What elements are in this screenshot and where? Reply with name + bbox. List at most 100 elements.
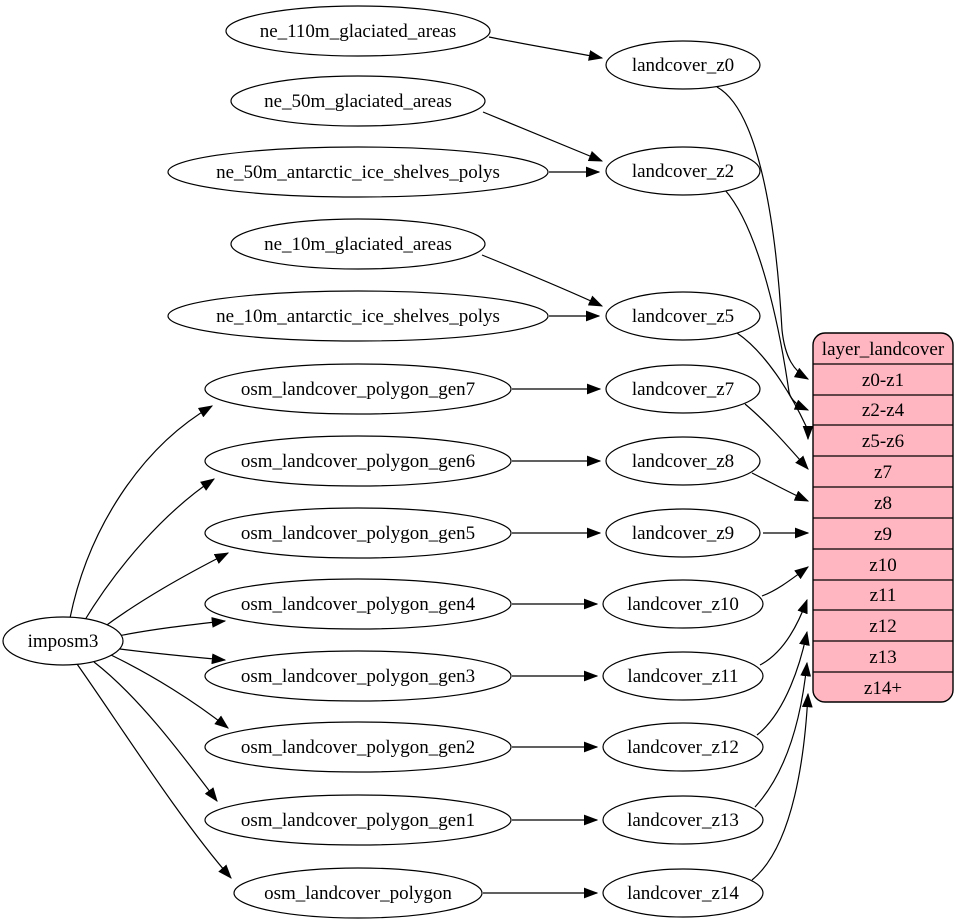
node-ne_50m_glaciated_areas: ne_50m_glaciated_areas xyxy=(230,75,486,127)
node-landcover_z0: landcover_z0 xyxy=(605,40,761,90)
node-ne_10m_glaciated_areas-label: ne_10m_glaciated_areas xyxy=(264,234,452,255)
layer-row-z8: z8 xyxy=(874,493,892,514)
node-osm_landcover_polygon_gen2: osm_landcover_polygon_gen2 xyxy=(204,721,512,773)
node-ne_110m_glaciated_areas-ellipse xyxy=(225,5,491,57)
edge-landcover_z7-to-layer-row-z7 xyxy=(744,403,809,470)
layer-row-z9: z9 xyxy=(874,524,892,545)
node-landcover_z2-ellipse xyxy=(605,146,761,196)
node-landcover_z12-ellipse xyxy=(602,722,764,772)
node-osm_landcover_polygon_gen5-label: osm_landcover_polygon_gen5 xyxy=(241,523,475,544)
edge-imposm3-to-osm_landcover_polygon_gen4 xyxy=(117,617,227,637)
layer-row-z10: z10 xyxy=(869,555,896,576)
node-landcover_z2-label: landcover_z2 xyxy=(632,161,734,182)
node-ne_10m_glaciated_areas-ellipse xyxy=(230,218,486,270)
node-landcover_z8-label: landcover_z8 xyxy=(632,451,734,472)
node-ne_10m_antarctic_ice_shelves_polys: ne_10m_antarctic_ice_shelves_polys xyxy=(167,290,549,342)
layer-row-z14plus: z14+ xyxy=(864,678,902,699)
node-landcover_z10: landcover_z10 xyxy=(602,579,764,629)
node-landcover_z11-label: landcover_z11 xyxy=(627,666,738,687)
node-osm_landcover_polygon_gen2-label: osm_landcover_polygon_gen2 xyxy=(241,737,475,758)
node-osm_landcover_polygon_gen6-ellipse xyxy=(204,435,512,487)
node-landcover_z9: landcover_z9 xyxy=(605,508,761,558)
node-osm_landcover_polygon-ellipse xyxy=(233,867,483,919)
node-landcover_z9-ellipse xyxy=(605,508,761,558)
node-osm_landcover_polygon-label: osm_landcover_polygon xyxy=(264,883,452,904)
node-landcover_z14-label: landcover_z14 xyxy=(627,883,739,904)
edge-landcover_z10-to-layer-row-z10 xyxy=(761,566,809,597)
node-ne_10m_antarctic_ice_shelves_polys-ellipse xyxy=(167,290,549,342)
edge-ne_10m_glaciated_areas-to-landcover_z5 xyxy=(481,254,604,307)
node-landcover_z14: landcover_z14 xyxy=(602,868,764,918)
node-osm_landcover_polygon_gen7-ellipse xyxy=(204,363,512,415)
node-landcover_z0-ellipse xyxy=(605,40,761,90)
node-landcover_z13: landcover_z13 xyxy=(602,795,764,845)
edge-imposm3-to-osm_landcover_polygon_gen6 xyxy=(82,478,215,624)
node-ne_110m_glaciated_areas-label: ne_110m_glaciated_areas xyxy=(260,21,457,42)
edge-landcover_z11-to-layer-row-z11 xyxy=(759,598,808,666)
node-osm_landcover_polygon_gen4-label: osm_landcover_polygon_gen4 xyxy=(241,594,476,615)
edge-group xyxy=(69,36,814,899)
node-ne_10m_antarctic_ice_shelves_polys-label: ne_10m_antarctic_ice_shelves_polys xyxy=(216,306,500,327)
node-ne_50m_glaciated_areas-ellipse xyxy=(230,75,486,127)
edge-landcover_z14-to-layer-row-z14plus xyxy=(751,692,813,881)
node-landcover_z10-label: landcover_z10 xyxy=(627,594,739,615)
edge-landcover_z2-to-layer-row-z2-z4 xyxy=(724,189,810,411)
node-landcover_z14-ellipse xyxy=(602,868,764,918)
node-landcover_z9-label: landcover_z9 xyxy=(632,523,734,544)
node-osm_landcover_polygon_gen6-label: osm_landcover_polygon_gen6 xyxy=(241,451,475,472)
node-landcover_z10-ellipse xyxy=(602,579,764,629)
edge-landcover_z13-to-layer-row-z13 xyxy=(754,661,812,808)
node-osm_landcover_polygon_gen7: osm_landcover_polygon_gen7 xyxy=(204,363,512,415)
node-osm_landcover_polygon_gen3: osm_landcover_polygon_gen3 xyxy=(204,650,512,702)
node-landcover_z13-ellipse xyxy=(602,795,764,845)
node-landcover_z5-label: landcover_z5 xyxy=(632,306,734,327)
layer-landcover-title: layer_landcover xyxy=(822,339,945,360)
layer-row-z0-z1: z0-z1 xyxy=(862,370,904,391)
edge-imposm3-to-osm_landcover_polygon_gen3 xyxy=(119,648,227,665)
layer-row-z5-z6: z5-z6 xyxy=(862,431,904,452)
layer-row-z2-z4: z2-z4 xyxy=(862,400,905,421)
node-landcover_z7-ellipse xyxy=(605,364,761,414)
node-osm_landcover_polygon_gen3-ellipse xyxy=(204,650,512,702)
layer-row-z12: z12 xyxy=(869,616,896,637)
layer-row-z13: z13 xyxy=(869,647,896,668)
node-osm_landcover_polygon_gen5-ellipse xyxy=(204,507,512,559)
node-landcover_z13-label: landcover_z13 xyxy=(627,810,739,831)
node-landcover_z11: landcover_z11 xyxy=(602,651,764,701)
node-landcover_z8-ellipse xyxy=(605,436,761,486)
edge-imposm3-to-osm_landcover_polygon_gen1 xyxy=(93,661,218,802)
edge-landcover_z0-to-layer-row-z0-z1 xyxy=(716,86,810,380)
node-osm_landcover_polygon_gen5: osm_landcover_polygon_gen5 xyxy=(204,507,512,559)
node-landcover_z2: landcover_z2 xyxy=(605,146,761,196)
node-ne_110m_glaciated_areas: ne_110m_glaciated_areas xyxy=(225,5,491,57)
node-osm_landcover_polygon_gen3-label: osm_landcover_polygon_gen3 xyxy=(241,666,475,687)
node-landcover_z5: landcover_z5 xyxy=(605,291,761,341)
edge-ne_110m_glaciated_areas-to-landcover_z0 xyxy=(488,36,604,61)
node-landcover_z0-label: landcover_z0 xyxy=(632,55,734,76)
node-imposm3: imposm3 xyxy=(2,616,124,666)
layer-row-z11: z11 xyxy=(870,585,897,606)
node-ne_50m_glaciated_areas-label: ne_50m_glaciated_areas xyxy=(264,91,452,112)
node-landcover_z12: landcover_z12 xyxy=(602,722,764,772)
node-osm_landcover_polygon_gen7-label: osm_landcover_polygon_gen7 xyxy=(241,379,475,400)
node-osm_landcover_polygon_gen1-label: osm_landcover_polygon_gen1 xyxy=(241,810,475,831)
node-ne_50m_antarctic_ice_shelves_polys-label: ne_50m_antarctic_ice_shelves_polys xyxy=(216,162,500,183)
node-osm_landcover_polygon_gen4-ellipse xyxy=(204,578,512,630)
node-osm_landcover_polygon: osm_landcover_polygon xyxy=(233,867,483,919)
node-osm_landcover_polygon_gen4: osm_landcover_polygon_gen4 xyxy=(204,578,512,630)
layer-row-z7: z7 xyxy=(874,462,892,483)
node-imposm3-ellipse xyxy=(2,616,124,666)
node-landcover_z7-label: landcover_z7 xyxy=(632,379,734,400)
edge-landcover_z12-to-layer-row-z12 xyxy=(756,630,810,736)
edge-imposm3-to-osm_landcover_polygon_gen5 xyxy=(99,552,230,631)
node-osm_landcover_polygon_gen2-ellipse xyxy=(204,721,512,773)
node-imposm3-label: imposm3 xyxy=(28,631,99,652)
layer-landcover-table: layer_landcover z0-z1 z2-z4 z5-z6 z7 z8 … xyxy=(812,332,954,703)
node-ne_50m_antarctic_ice_shelves_polys: ne_50m_antarctic_ice_shelves_polys xyxy=(167,146,549,198)
edge-ne_50m_glaciated_areas-to-landcover_z2 xyxy=(482,111,604,162)
node-landcover_z5-ellipse xyxy=(605,291,761,341)
edge-imposm3-to-osm_landcover_polygon_gen7 xyxy=(69,405,214,619)
node-ne_50m_antarctic_ice_shelves_polys-ellipse xyxy=(167,146,549,198)
